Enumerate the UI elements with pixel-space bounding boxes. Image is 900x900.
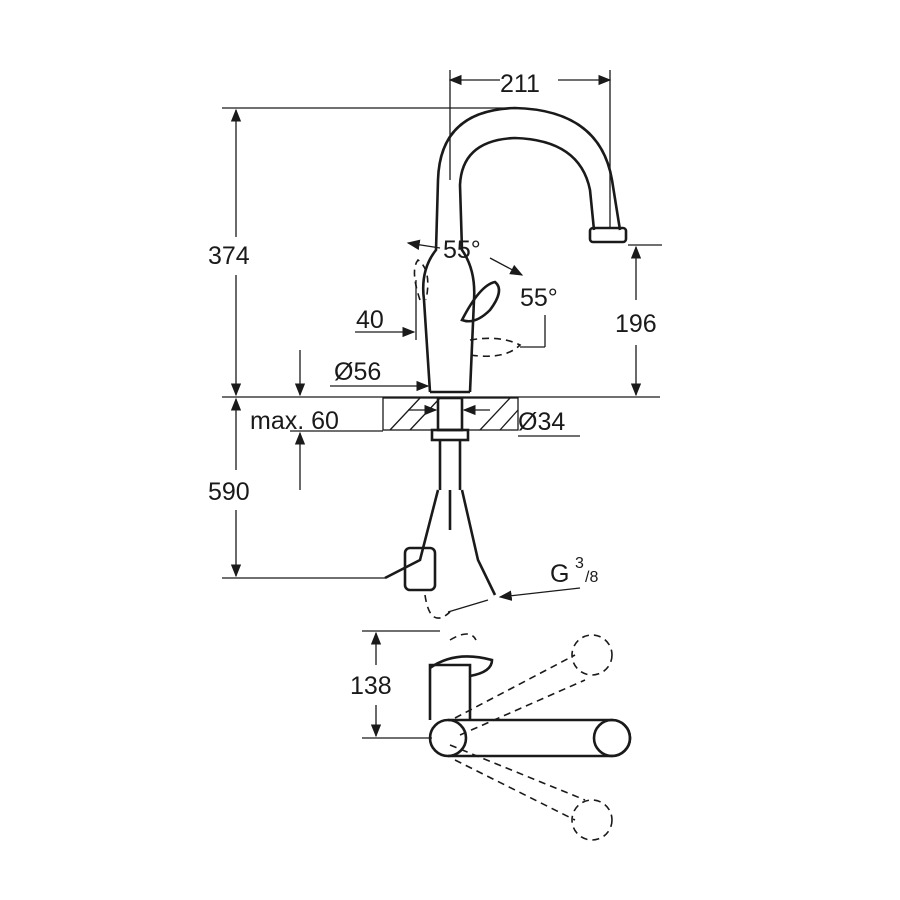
dim-spout-reach: 211: [500, 70, 540, 98]
dim-hose-length: 590: [208, 478, 250, 506]
dim-max-deck-thickness: max. 60: [250, 407, 339, 435]
dim-lever-offset: 40: [356, 306, 384, 334]
dim-thread-numerator: 3: [575, 555, 584, 572]
dim-thread-prefix: G: [550, 560, 569, 588]
dim-thread-denominator: /8: [585, 569, 598, 586]
dim-lever-angle-front: 55°: [520, 284, 558, 312]
dim-spout-height: 196: [615, 310, 657, 338]
dim-total-height: 374: [208, 242, 250, 270]
dim-hole-diameter: Ø34: [518, 408, 565, 436]
faucet-top-view: [428, 633, 632, 841]
dim-top-view-offset: 138: [350, 672, 392, 700]
dim-lever-angle-back: 55°: [443, 236, 481, 264]
faucet-body: [384, 106, 628, 619]
countertop-section: [382, 397, 519, 431]
dim-base-diameter: Ø56: [334, 358, 381, 386]
